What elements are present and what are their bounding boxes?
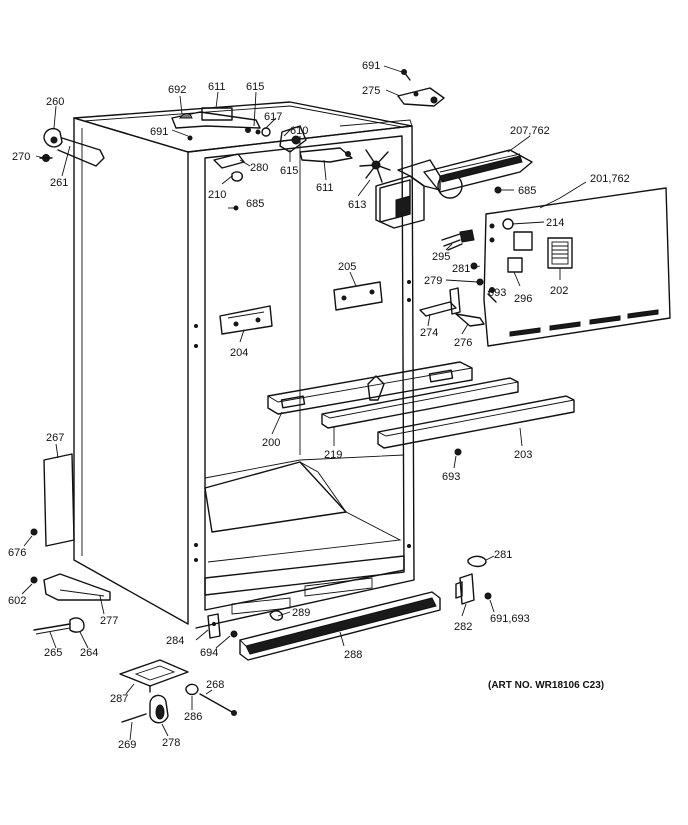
thermostat-bracket: [419, 278, 497, 327]
callout-615: 615: [280, 165, 298, 177]
callout-288: 288: [344, 649, 362, 661]
callout-269: 269: [118, 739, 136, 751]
screw-691-693: [484, 592, 492, 600]
leveling-screw-268: [199, 693, 237, 716]
callout-219: 219: [324, 449, 342, 461]
bracket-204: [219, 305, 273, 335]
art-number: (ART NO. WR18106 C23): [488, 680, 604, 691]
callout-296: 296: [514, 293, 532, 305]
callout-210: 210: [208, 189, 226, 201]
screw-694: [230, 630, 238, 638]
callout-274: 274: [420, 327, 438, 339]
callout-261: 261: [50, 177, 68, 189]
screw-676: [30, 528, 38, 536]
callout-278: 278: [162, 737, 180, 749]
callout-617: 617: [264, 111, 282, 123]
access-cover-267: [43, 453, 75, 547]
callout-691: 691: [362, 60, 380, 72]
callout-277: 277: [100, 615, 118, 627]
roller-278: [149, 694, 169, 724]
shelf-rail-203: [377, 395, 575, 449]
callout-287: 287: [110, 693, 128, 705]
screw-693: [454, 448, 462, 456]
callout-295: 295: [432, 251, 450, 263]
callout-264: 264: [80, 647, 98, 659]
roller-bracket-287: [119, 659, 189, 693]
callout-207-762: 207,762: [510, 125, 550, 137]
callout-676: 676: [8, 547, 26, 559]
toe-grille-288: [239, 591, 441, 661]
callout-691-693: 691,693: [490, 613, 530, 625]
callout-275: 275: [362, 85, 380, 97]
callout-286: 286: [184, 711, 202, 723]
refrigerator-cabinet: [73, 101, 415, 629]
callout-611: 611: [316, 182, 334, 194]
screw-602: [30, 576, 38, 584]
hinge-bottom-282: [455, 573, 475, 605]
callout-282: 282: [454, 621, 472, 633]
callout-602: 602: [8, 595, 26, 607]
callout-615: 615: [246, 81, 264, 93]
callout-270: 270: [12, 151, 30, 163]
callout-685: 685: [246, 198, 264, 210]
leveling-leg-bracket-277: [43, 573, 111, 601]
callout-284: 284: [166, 635, 184, 647]
nut-286: [185, 683, 199, 696]
callout-268: 268: [206, 679, 224, 691]
cold-control-assembly: [171, 107, 353, 211]
callout-200: 200: [262, 437, 280, 449]
callout-260: 260: [46, 96, 64, 108]
spacer-281: [467, 555, 487, 568]
evaporator-fan-613: [359, 149, 391, 183]
clip-289: [269, 610, 283, 621]
callout-693: 693: [488, 287, 506, 299]
callout-685: 685: [518, 185, 536, 197]
callout-693: 693: [442, 471, 460, 483]
callout-610: 610: [290, 125, 308, 137]
hinge-left-260: [39, 127, 105, 167]
callout-279: 279: [424, 275, 442, 287]
callout-611: 611: [208, 81, 226, 93]
bracket-205: [333, 281, 383, 311]
callout-280: 280: [250, 162, 268, 174]
roller-assembly-264: [33, 617, 85, 635]
callout-214: 214: [546, 217, 564, 229]
fan-motor-housing: [375, 159, 463, 229]
shelf-rail-200: [267, 361, 473, 415]
callout-267: 267: [46, 432, 64, 444]
hinge-bracket-284: [207, 613, 221, 639]
callout-204: 204: [230, 347, 248, 359]
callout-692: 692: [168, 84, 186, 96]
leader-lines: [21, 65, 587, 741]
pin-269: [121, 713, 147, 723]
callout-201-762: 201,762: [590, 173, 630, 185]
callout-265: 265: [44, 647, 62, 659]
duct-cover-207: [423, 149, 533, 194]
callout-202: 202: [550, 285, 568, 297]
hinge-top-275: [397, 69, 445, 107]
callout-labels: 691 275 692 611 615 617 610 691 280 615 …: [8, 60, 630, 751]
control-panel-201: [441, 187, 671, 347]
callout-289: 289: [292, 607, 310, 619]
callout-694: 694: [200, 647, 218, 659]
callout-281: 281: [452, 263, 470, 275]
callout-203: 203: [514, 449, 532, 461]
callout-613: 613: [348, 199, 366, 211]
callout-281: 281: [494, 549, 512, 561]
shelf-rail-219: [321, 377, 519, 429]
callout-276: 276: [454, 337, 472, 349]
callout-691: 691: [150, 126, 168, 138]
callout-205: 205: [338, 261, 356, 273]
